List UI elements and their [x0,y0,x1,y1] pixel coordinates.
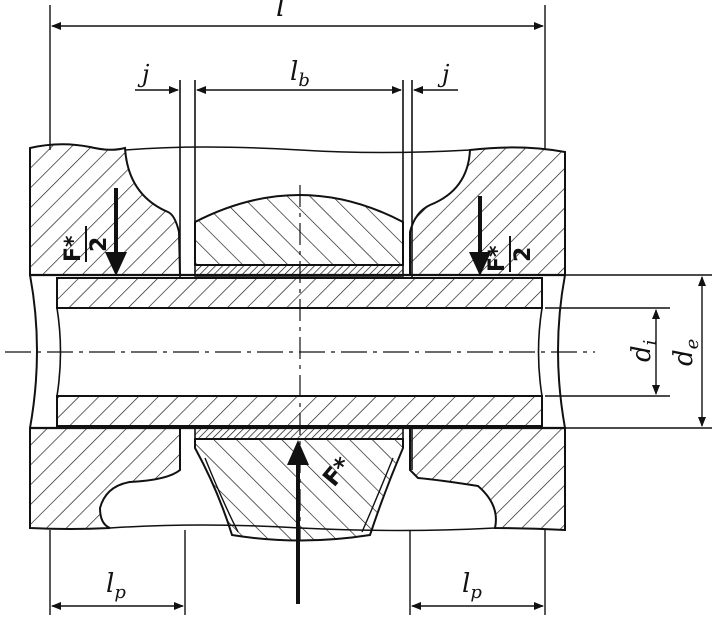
label-gap-right: j [437,60,450,88]
svg-text:2: 2 [87,237,112,252]
lower-left-plate [29,427,181,530]
gap-lines [179,80,413,470]
rod-taper-left [204,457,239,533]
break-line-top [124,146,471,154]
label-plate-right: lp [462,569,482,603]
rod-taper-right [361,457,394,533]
pin-left-end [29,274,38,429]
svg-text:F*: F* [61,235,86,262]
dim-outer-diameter [565,274,712,429]
svg-text:2: 2 [511,247,536,262]
label-outer-diameter: de [669,339,703,366]
upper-left-plate [29,143,182,276]
force-arrow-center [287,440,309,604]
force-arrow-right [469,196,491,276]
label-gap-left: j [137,60,150,88]
upper-rod-eye [194,194,404,266]
force-arrow-left [105,188,127,276]
lower-bearing-bush [194,427,404,440]
force-label-right: F* 2 [485,236,536,272]
force-label-left: F* 2 [61,226,112,262]
dim-plate-right [409,530,546,615]
label-total-length: l [276,0,285,23]
dim-total-length [49,5,546,150]
label-bush-length: lb [290,57,310,91]
lower-right-plate [409,427,566,532]
svg-text:F*: F* [485,245,510,272]
label-inner-diameter: di [627,340,661,362]
label-plate-left: lp [106,569,126,603]
pin-right-end [557,274,566,429]
dim-plate-left [49,530,186,615]
upper-right-plate [409,146,566,276]
dim-inner-diameter [545,307,670,397]
pin-bore-right [537,307,543,397]
